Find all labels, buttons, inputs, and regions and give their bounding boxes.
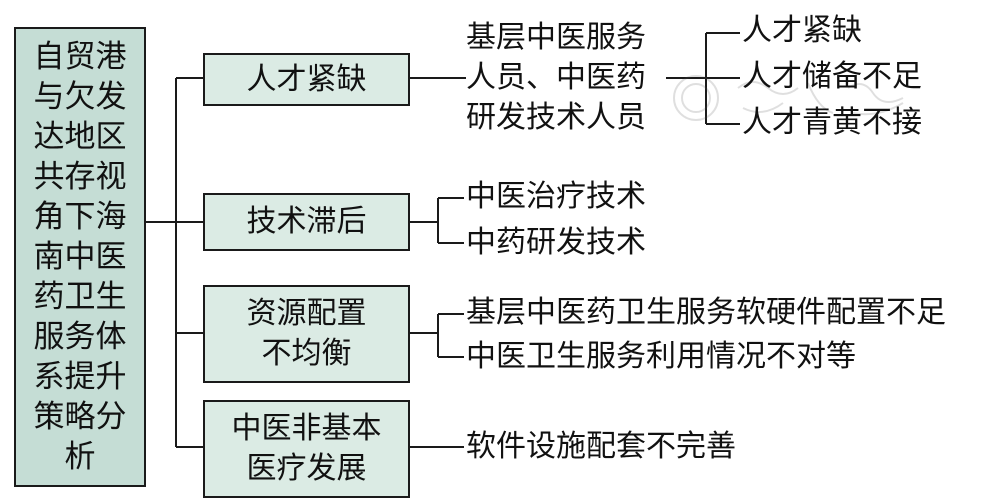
branch-box-resource-allocation: 资源配置 不均衡 xyxy=(203,285,410,383)
leaf-item: 人才储备不足 xyxy=(742,59,922,94)
branch-box-technology-lag: 技术滞后 xyxy=(203,193,410,251)
leaf-item: 基层中医药卫生服务软硬件配置不足 xyxy=(466,295,946,330)
branch-label: 中医非基本 医疗发展 xyxy=(231,411,382,486)
root-topic-label: 自贸港与欠发达地区共存视角下海南中医药卫生服务体系提升策略分析 xyxy=(33,39,127,475)
branch-label: 技术滞后 xyxy=(246,204,367,239)
branch-box-talent-shortage: 人才紧缺 xyxy=(203,53,410,106)
leaf-item: 人才紧缺 xyxy=(742,13,862,48)
leaf-item: 中药研发技术 xyxy=(466,225,646,260)
leaf-item: 中医治疗技术 xyxy=(466,179,646,214)
branch-label: 资源配置 不均衡 xyxy=(246,296,367,371)
leaf-item: 人才青黄不接 xyxy=(742,105,922,140)
leaf-item: 中医卫生服务利用情况不对等 xyxy=(466,339,856,374)
branch-box-non-basic-medical: 中医非基本 医疗发展 xyxy=(203,400,410,498)
branch-label: 人才紧缺 xyxy=(246,61,367,97)
leaf-item: 软件设施配套不完善 xyxy=(466,429,736,464)
watermark-seal xyxy=(673,75,904,121)
root-topic-box: 自贸港与欠发达地区共存视角下海南中医药卫生服务体系提升策略分析 xyxy=(14,27,146,487)
talent-detail-text: 基层中医服务 人员、中医药 研发技术人员 xyxy=(466,20,646,135)
